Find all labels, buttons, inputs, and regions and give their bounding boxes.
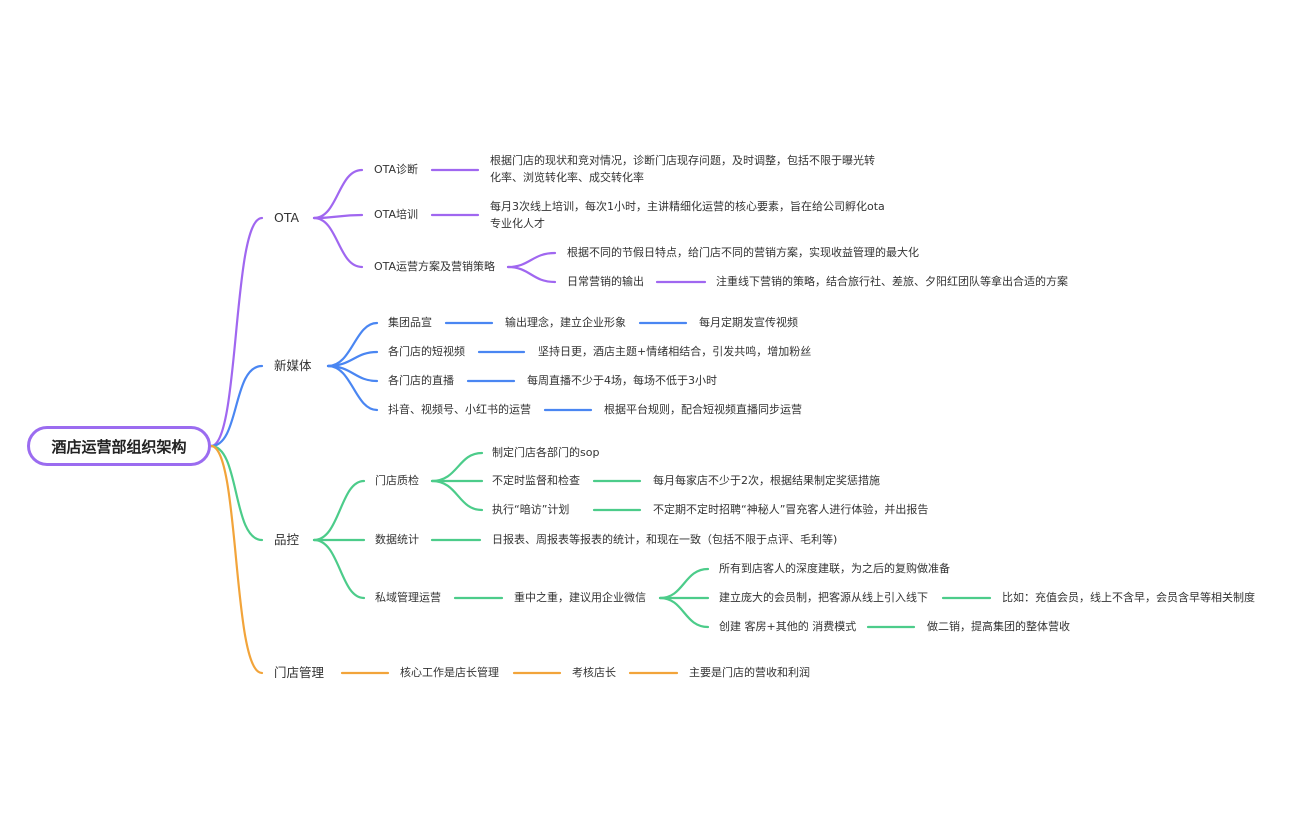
- link-insp-mystery: [430, 479, 484, 512]
- node-q-sop[interactable]: 制定门店各部门的sop: [492, 446, 600, 459]
- node-ota-plan-daily-desc[interactable]: 注重线下营销的策略，结合旅行社、差旅、夕阳红团队等拿出合适的方案: [716, 275, 1068, 288]
- node-ota-diagnose-desc2[interactable]: 化率、浏览转化率、成交转化率: [490, 171, 644, 184]
- node-nm-brand[interactable]: 集团品宣: [388, 316, 432, 329]
- node-q-stats[interactable]: 数据统计: [375, 533, 419, 546]
- node-q-private-core[interactable]: 重中之重，建议用企业微信: [514, 591, 646, 604]
- node-nm-live-c1[interactable]: 每周直播不少于4场，每场不低于3小时: [527, 374, 717, 387]
- node-q-supervise[interactable]: 不定时监督和检查: [492, 474, 580, 487]
- link-nm-platforms: [326, 364, 379, 412]
- node-q-private[interactable]: 私域管理运营: [375, 591, 441, 604]
- node-nm-short[interactable]: 各门店的短视频: [388, 345, 465, 358]
- node-q-private-link[interactable]: 所有到店客人的深度建联，为之后的复购做准备: [719, 562, 950, 575]
- node-nm-platforms[interactable]: 抖音、视频号、小红书的运营: [388, 403, 531, 416]
- node-ota-training-desc1[interactable]: 每月3次线上培训，每次1小时，主讲精细化运营的核心要素，旨在给公司孵化ota: [490, 200, 885, 213]
- node-nm-brand-c1[interactable]: 输出理念，建立企业形象: [505, 316, 626, 329]
- node-q-supervise-desc[interactable]: 每月每家店不少于2次，根据结果制定奖惩措施: [653, 474, 880, 487]
- node-ota-diagnose-desc1[interactable]: 根据门店的现状和竞对情况，诊断门店现存问题，及时调整，包括不限于曝光转: [490, 154, 875, 167]
- node-store-c1[interactable]: 核心工作是店长管理: [400, 666, 499, 679]
- node-nm-brand-c2[interactable]: 每月定期发宣传视频: [699, 316, 798, 329]
- link-ota-diagnose: [312, 168, 364, 220]
- node-ota-plan[interactable]: OTA运营方案及营销策略: [374, 260, 496, 273]
- node-q-mystery-desc[interactable]: 不定期不定时招聘“神秘人”冒充客人进行体验，并出报告: [653, 503, 929, 516]
- node-newmedia[interactable]: 新媒体: [274, 358, 312, 373]
- node-ota-training[interactable]: OTA培训: [374, 208, 419, 221]
- node-q-private-member[interactable]: 建立庞大的会员制，把客源从线上引入线下: [719, 591, 928, 604]
- link-q-inspection: [312, 479, 366, 542]
- link-plan-daily: [506, 265, 557, 284]
- link-root-store: [209, 444, 264, 675]
- link-root-ota: [209, 216, 264, 448]
- link-q-private: [312, 538, 366, 600]
- node-q-private-mode[interactable]: 创建 客房+其他的 消费模式: [719, 620, 857, 633]
- node-store-c3[interactable]: 主要是门店的营收和利润: [689, 666, 810, 679]
- node-ota-training-desc2[interactable]: 专业化人才: [490, 217, 545, 230]
- node-q-mystery[interactable]: 执行“暗访”计划: [492, 503, 570, 516]
- node-ota[interactable]: OTA: [274, 210, 300, 225]
- node-store[interactable]: 门店管理: [274, 665, 325, 680]
- node-store-c2[interactable]: 考核店长: [572, 666, 616, 679]
- node-q-stats-desc[interactable]: 日报表、周报表等报表的统计，和现在一致（包括不限于点评、毛利等): [492, 533, 838, 546]
- link-plan-holiday: [506, 251, 557, 269]
- node-ota-diagnose[interactable]: OTA诊断: [374, 163, 419, 176]
- link-core-mode: [658, 596, 710, 629]
- node-nm-short-c1[interactable]: 坚持日更，酒店主题+情绪相结合，引发共鸣，增加粉丝: [538, 345, 812, 358]
- link-core-link: [658, 567, 710, 600]
- node-quality[interactable]: 品控: [274, 532, 300, 547]
- link-ota-plan: [312, 216, 364, 269]
- connectors: [209, 168, 992, 675]
- link-insp-sop: [430, 451, 484, 483]
- node-q-private-mode-desc[interactable]: 做二销，提高集团的整体营收: [927, 620, 1070, 633]
- link-root-quality: [209, 444, 264, 542]
- node-nm-platforms-c1[interactable]: 根据平台规则，配合短视频直播同步运营: [604, 403, 802, 416]
- node-ota-plan-daily[interactable]: 日常营销的输出: [567, 275, 644, 288]
- root-node[interactable]: 酒店运营部组织架构: [27, 426, 211, 466]
- node-nm-live[interactable]: 各门店的直播: [388, 374, 454, 387]
- node-ota-plan-holiday[interactable]: 根据不同的节假日特点，给门店不同的营销方案，实现收益管理的最大化: [567, 246, 919, 259]
- link-root-newmedia: [209, 364, 264, 448]
- node-q-inspection[interactable]: 门店质检: [375, 474, 419, 487]
- node-q-private-member-desc[interactable]: 比如：充值会员，线上不含早，会员含早等相关制度: [1002, 591, 1255, 604]
